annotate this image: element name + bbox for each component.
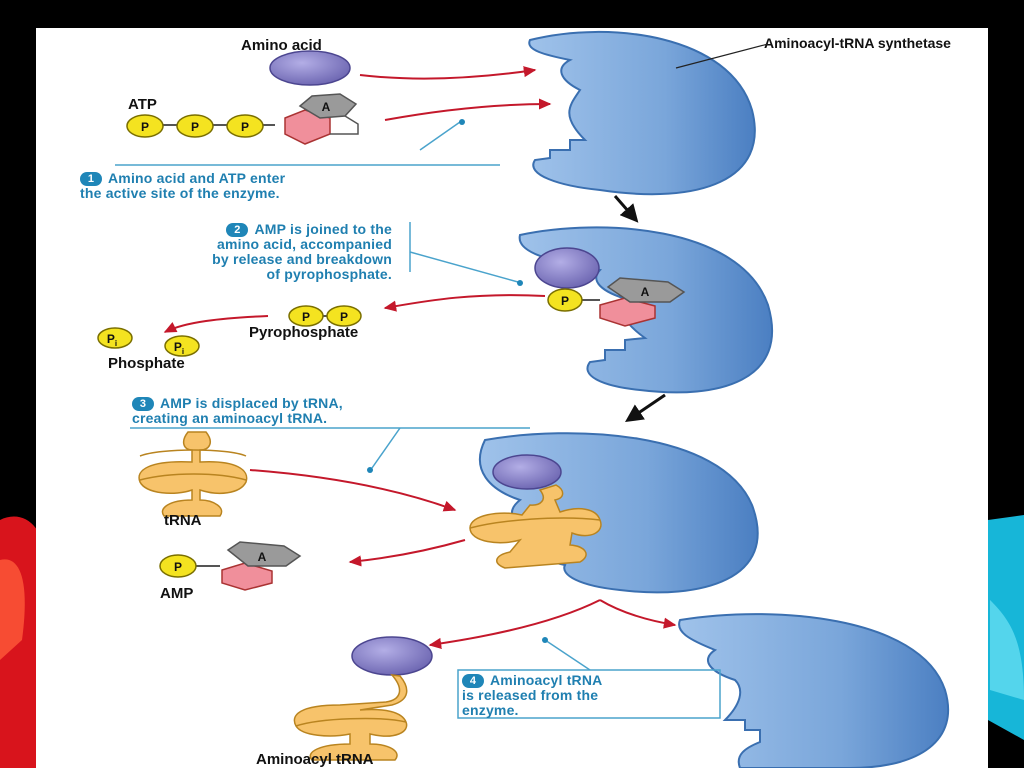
step-2-line-1: AMP is joined to the <box>254 221 392 237</box>
trna-free <box>138 431 248 517</box>
step-3-line-2: creating an aminoacyl tRNA. <box>132 410 328 426</box>
aminoacyl-trna-molecule <box>293 674 408 761</box>
enzyme-label: Aminoacyl-tRNA synthetase <box>764 36 954 51</box>
step-3-pointer <box>371 427 401 469</box>
enzyme-label-text: Aminoacyl-tRNA synthetase <box>764 35 951 51</box>
phosphate-label: Phosphate <box>108 355 185 372</box>
amino-acid-label: Amino acid <box>241 37 322 54</box>
step-2-line-3: by release and breakdown <box>212 251 392 267</box>
step-4-caption: 4 Aminoacyl tRNA is released from the enz… <box>462 673 602 718</box>
enzyme-1 <box>528 31 756 196</box>
step-3-number: 3 <box>132 397 154 411</box>
enzyme-4 <box>678 613 950 768</box>
red-corner-highlight <box>0 559 25 660</box>
enzyme-label-leader <box>675 43 769 69</box>
diagram-drawing <box>97 31 950 768</box>
amp-label: AMP <box>160 585 194 602</box>
step-4-pointer <box>544 639 591 671</box>
step-1-pointer-dot <box>459 119 465 125</box>
step-1-line-1: Amino acid and ATP enter <box>108 170 286 186</box>
arrow-pyrophosphate-breakdown <box>163 315 269 333</box>
step-2-number: 2 <box>226 223 249 237</box>
atp-label: ATP <box>128 96 157 113</box>
step-3-line-1: AMP is displaced by tRNA, <box>160 395 343 411</box>
step-4-line-1: Aminoacyl tRNA <box>490 672 603 688</box>
step-2-line-4: of pyrophosphate. <box>266 266 392 282</box>
step-2-pointer <box>409 251 519 283</box>
atp-molecule <box>126 93 359 145</box>
step-1-line-2: the active site of the enzyme. <box>80 185 280 201</box>
step-2-line-2: amino acid, accompanied <box>217 236 392 252</box>
pyrophosphate-label: Pyrophosphate <box>249 324 359 341</box>
aminoacyl-trna-label: Aminoacyl tRNA <box>256 751 374 768</box>
step-4-line-3: enzyme. <box>462 702 519 718</box>
trna-label: tRNA <box>164 512 202 529</box>
step-1-number: 1 <box>80 172 102 186</box>
step-3-pointer-dot <box>367 467 373 473</box>
trna-bound <box>469 484 602 569</box>
arrow-amino-acid-to-enzyme <box>359 66 537 80</box>
step-2-caption: 2 AMP is joined to the amino acid, accomp… <box>42 222 392 282</box>
amino-acid-1 <box>269 50 351 86</box>
step-1-caption: 1 Amino acid and ATP enter the active sit… <box>80 171 285 201</box>
step-2-pointer-dot <box>517 280 523 286</box>
amino-acid-4 <box>351 636 433 676</box>
arrow-release-left <box>428 599 601 649</box>
amp-molecule <box>159 541 302 591</box>
step-1-pointer <box>419 121 461 151</box>
pyrophosphate-molecule <box>288 305 362 327</box>
arrow-step-1-to-2 <box>613 195 639 223</box>
arrow-release-right <box>599 599 677 629</box>
arrow-amp-release <box>348 539 466 567</box>
step-3-caption: 3 AMP is displaced by tRNA, creating an a… <box>132 396 343 426</box>
step-4-number: 4 <box>462 674 484 688</box>
arrow-trna-to-enzyme <box>249 469 457 512</box>
step-4-line-2: is released from the <box>462 687 599 703</box>
amino-acid-3 <box>492 454 562 490</box>
diagram-panel: Amino acid ATP Aminoacyl-tRNA synthetase… <box>36 28 988 768</box>
arrow-pyrophosphate-release <box>383 294 546 312</box>
arrow-step-2-to-3 <box>625 393 666 423</box>
step-4-pointer-dot <box>542 637 548 643</box>
step-4-box <box>457 669 721 719</box>
phosphate-molecules <box>97 327 200 357</box>
amino-acid-2 <box>534 247 600 289</box>
aminoacyl-amp-complex <box>547 277 686 327</box>
cyan-corner-highlight <box>990 600 1024 700</box>
arrow-atp-to-enzyme <box>384 98 552 121</box>
